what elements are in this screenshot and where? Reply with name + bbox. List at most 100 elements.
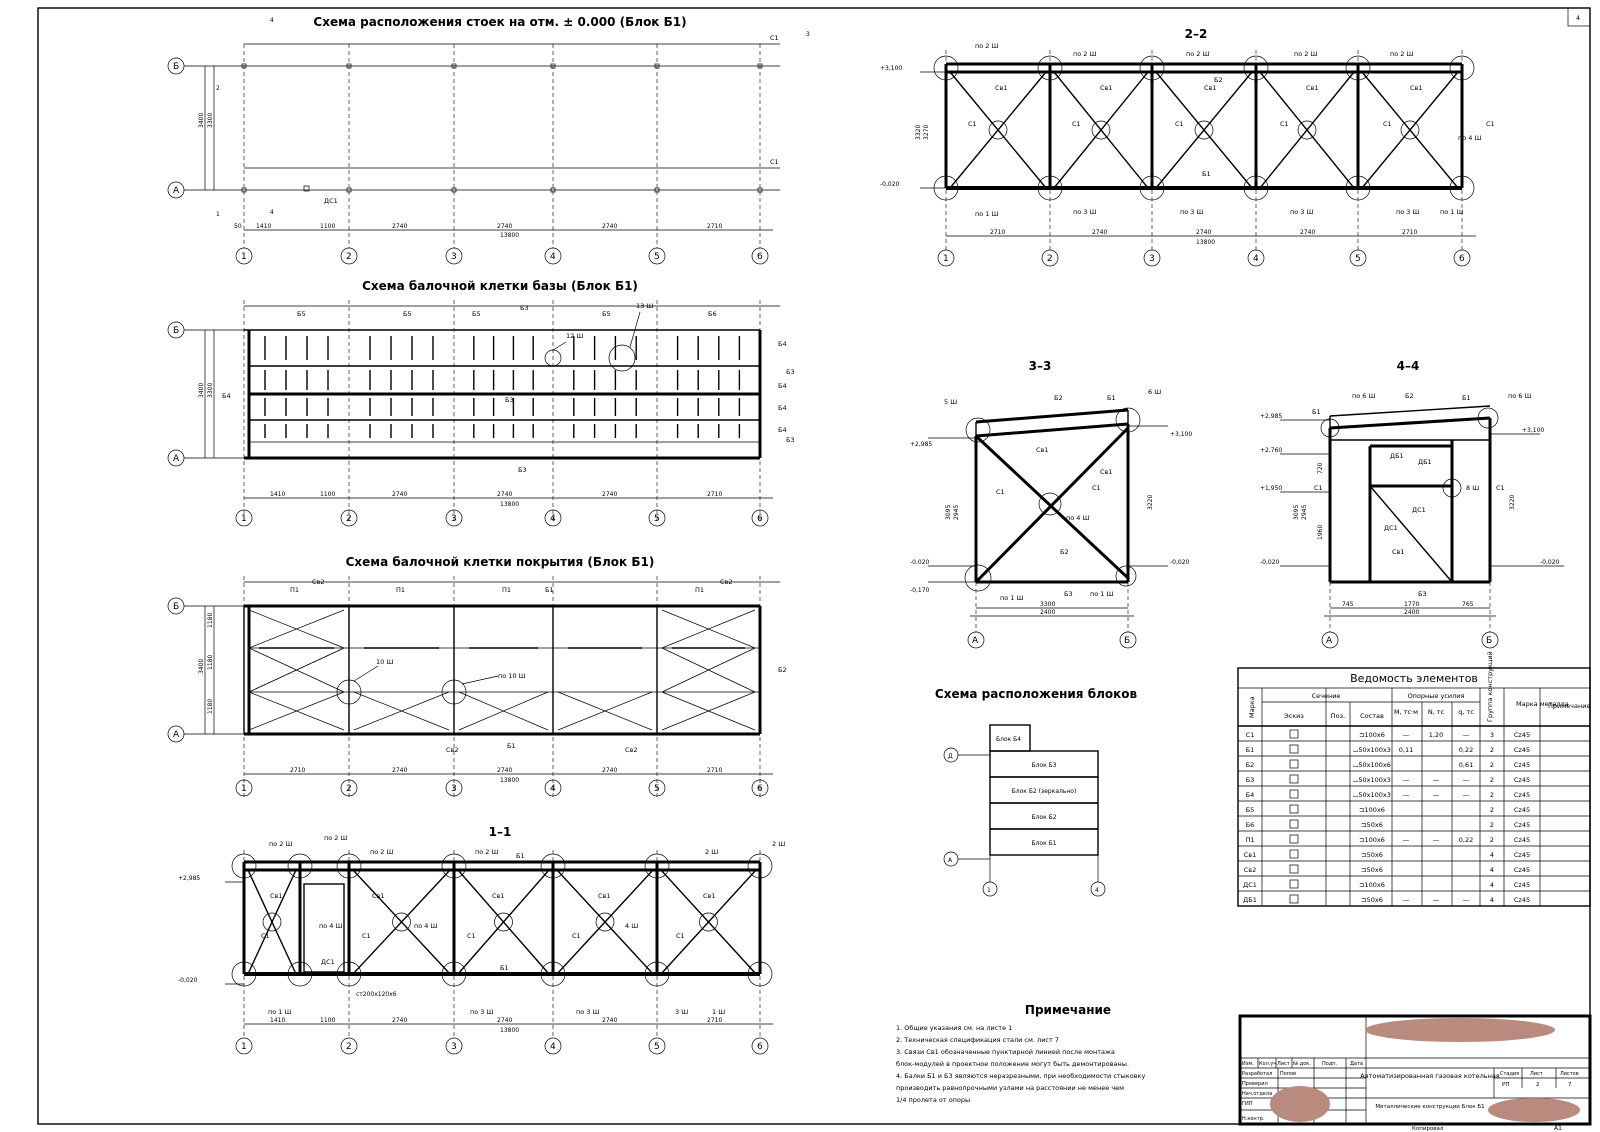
s11-c-h: по 3 Ш: [470, 1008, 493, 1016]
th-steel: Марка металла: [1516, 700, 1569, 708]
s22-sv1-2: Св1: [1100, 84, 1113, 92]
note-7: 1/4 пролета от опоры: [896, 1096, 970, 1104]
stamp-h-doc: № док.: [1293, 1061, 1311, 1067]
blocks-scheme: Схема расположения блоков Блок Б4 Блок Б…: [935, 687, 1138, 897]
s3-axis-label-3: 3: [451, 784, 457, 794]
notes-title: Примечание: [1025, 1003, 1111, 1017]
s22-mid-node-2: [1194, 120, 1214, 140]
table-cell-1-5: 2: [1490, 746, 1494, 754]
table-cell-4-3: —: [1433, 791, 1440, 799]
s1-h1: 3400: [198, 113, 205, 128]
s44-h2: 2945: [1301, 505, 1308, 520]
s2-h2: 3300: [207, 383, 214, 398]
s44-elev-1: +2,985: [1260, 413, 1282, 420]
s22-sv1-3: Св1: [1204, 84, 1217, 92]
s11-dim-5: 2740: [602, 1017, 617, 1024]
th-sketch: Эскиз: [1284, 712, 1304, 720]
note-1: 1. Общие указания см. на листе 1: [896, 1024, 1012, 1032]
s2-b4-left: Б4: [222, 392, 231, 400]
s22-c-b: по 2 Ш: [1073, 50, 1096, 58]
table-cell-7-0: П1: [1245, 836, 1254, 844]
s33-elev-2: +3,100: [1170, 431, 1192, 438]
s11-sv1-2: Св1: [372, 892, 385, 900]
roof-brace-b-3-0: [557, 691, 653, 731]
s3-axis-bubble-2: [340, 779, 358, 797]
table-cell-10-1: ⊐100х6: [1359, 881, 1385, 889]
scheme-columns-title: Схема расположения стоек на отм. ± 0.000…: [313, 15, 686, 29]
table-cell-9-0: Св2: [1244, 866, 1257, 874]
s3-axis-label-6: 6: [757, 784, 763, 794]
table-cell-7-4: 0,22: [1459, 836, 1473, 844]
table-sketch-5: [1289, 804, 1299, 814]
s1-h2: 3300: [207, 113, 214, 128]
s11-c-c: по 2 Ш: [370, 848, 393, 856]
note-4: блок-модулей в проектное положение могут…: [896, 1060, 1129, 1068]
table-cell-3-6: Cz45: [1514, 776, 1530, 784]
s44-dim-3: 765: [1462, 601, 1474, 608]
table-cell-1-4: 0,22: [1459, 746, 1473, 754]
note-6: производить равнопрочными узлами на расс…: [896, 1084, 1124, 1092]
table-cell-3-0: Б3: [1246, 776, 1255, 784]
block-b3: Блок Б3: [1031, 762, 1056, 769]
s22-elev-top: +3,100: [880, 65, 902, 72]
s11-c1-1: С1: [261, 932, 270, 940]
s2-total: 13800: [500, 501, 519, 508]
s3-axis-label-5: 5: [654, 784, 660, 794]
table-cell-8-6: Cz45: [1514, 851, 1530, 859]
s11-c-g: по 1 Ш: [268, 1008, 291, 1016]
s44-h4: 1960: [1317, 525, 1324, 540]
table-cell-4-0: Б4: [1246, 791, 1255, 799]
s22-c1-4: С1: [1280, 120, 1289, 128]
s22-c1-1: С1: [968, 120, 977, 128]
s11-dim-3: 2740: [392, 1017, 407, 1024]
table-cell-3-2: —: [1403, 776, 1410, 784]
th-comp: Состав: [1360, 712, 1384, 720]
s2-b3-r2: Б3: [786, 436, 795, 444]
s11-sect-note: ст200х120х6: [356, 991, 397, 998]
s3-p1-1: П1: [290, 586, 299, 594]
table-cell-11-3: —: [1433, 896, 1440, 904]
s2-axis-label-1: 1: [241, 514, 247, 524]
s11-axis-bubble-2: [340, 1037, 358, 1055]
s22-brace-b-4: [1361, 71, 1459, 189]
stamp-sheet: 2: [1536, 1082, 1540, 1088]
s11-elev-top: +2,985: [178, 875, 200, 882]
table-cell-10-5: 4: [1490, 881, 1494, 889]
table-sketch-2: [1289, 759, 1299, 769]
s2-b5-1: Б5: [297, 310, 306, 318]
table-cell-8-0: Св1: [1244, 851, 1257, 859]
stamp-copied: Копировал: [1412, 1126, 1444, 1132]
redaction-1: [1365, 1018, 1555, 1042]
s33-axis-b: Б: [1124, 636, 1130, 646]
s22-c-c: по 2 Ш: [1186, 50, 1209, 58]
table-cell-10-0: ДС1: [1243, 881, 1257, 889]
s22-c-j: по 3 Ш: [1396, 208, 1419, 216]
table-cell-1-1: ⌴50х100х3: [1353, 746, 1391, 754]
s22-dim-1: 2710: [990, 229, 1005, 236]
section-2-2: 2–2 +3,100 -0,020 3320 3270 С1 С1 С1 С1 …: [880, 27, 1495, 246]
s2-b4-r1: Б4: [778, 340, 787, 348]
s1-row-label-1: А: [173, 186, 180, 196]
block-b2: Блок Б2: [1031, 814, 1056, 821]
s33-elev-3: -0,020: [910, 559, 930, 566]
s3-axis-bubble-3: [445, 779, 463, 797]
s33-c-1b: по 1 Ш: [1090, 590, 1113, 598]
table-cell-1-2: 0,11: [1399, 746, 1413, 754]
table-cell-9-5: 4: [1490, 866, 1494, 874]
s2-dim-6: 2710: [707, 491, 722, 498]
table-cell-7-1: ⊐100х6: [1359, 836, 1385, 844]
s1-mark-2: 2: [216, 85, 220, 92]
s22-b2: Б2: [1214, 76, 1223, 84]
elements-table: Ведомость элементов Марка Сечение Эскиз …: [1237, 651, 1591, 907]
s11-dim-4: 2740: [497, 1017, 512, 1024]
table-cell-0-5: 3: [1490, 731, 1494, 739]
s3-h4: 1180: [207, 699, 214, 714]
table-cell-11-5: 4: [1490, 896, 1494, 904]
s11-ds1: ДС1: [321, 958, 335, 966]
table-cell-3-1: ⌴50х100х3: [1353, 776, 1391, 784]
s44-h5: 720: [1317, 462, 1324, 474]
table-cell-3-3: —: [1433, 776, 1440, 784]
s22-brace-b-0: [949, 71, 1047, 189]
stamp-h-izm: Изм.: [1242, 1061, 1254, 1067]
